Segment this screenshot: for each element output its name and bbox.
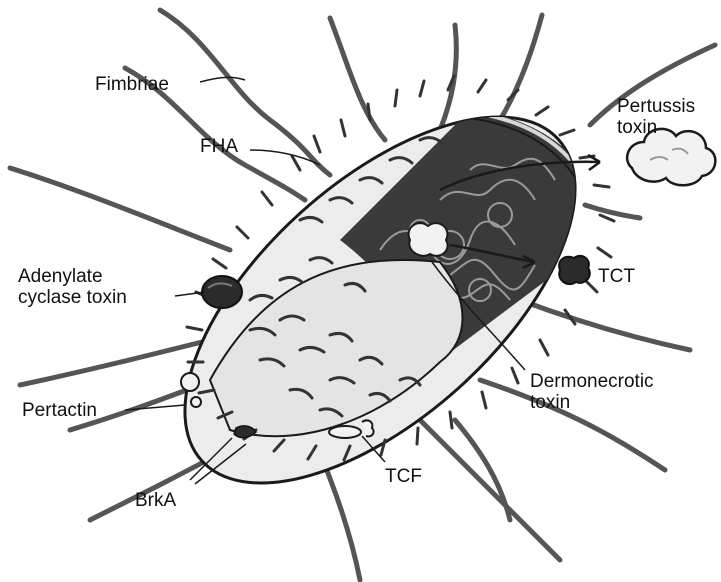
label-dermonecrotic-toxin: Dermonecrotic toxin: [530, 371, 654, 413]
label-pertussis-toxin: Pertussis toxin: [617, 96, 695, 138]
label-brka: BrkA: [135, 490, 176, 512]
label-tct: TCT: [598, 266, 635, 288]
adenylate-cyclase-toxin-shape: [202, 276, 242, 308]
cell-body: [123, 52, 638, 549]
label-tcf: TCF: [385, 466, 422, 488]
tct-shape: [559, 256, 590, 284]
dermonecrotic-toxin-shape: [409, 223, 448, 256]
label-dermonecrotic-toxin-line-2: toxin: [530, 392, 654, 413]
label-adenylate-cyclase-toxin-line-2: cyclase toxin: [18, 287, 127, 308]
label-pertactin: Pertactin: [22, 400, 97, 422]
label-fimbriae: Fimbriae: [95, 74, 169, 96]
label-adenylate-cyclase-toxin: Adenylate cyclase toxin: [18, 266, 127, 308]
label-pertussis-toxin-line-2: toxin: [617, 117, 695, 138]
label-dermonecrotic-toxin-line-1: Dermonecrotic: [530, 371, 654, 392]
label-adenylate-cyclase-toxin-line-1: Adenylate: [18, 266, 127, 287]
label-pertussis-toxin-line-1: Pertussis: [617, 96, 695, 117]
label-fha: FHA: [200, 136, 238, 158]
